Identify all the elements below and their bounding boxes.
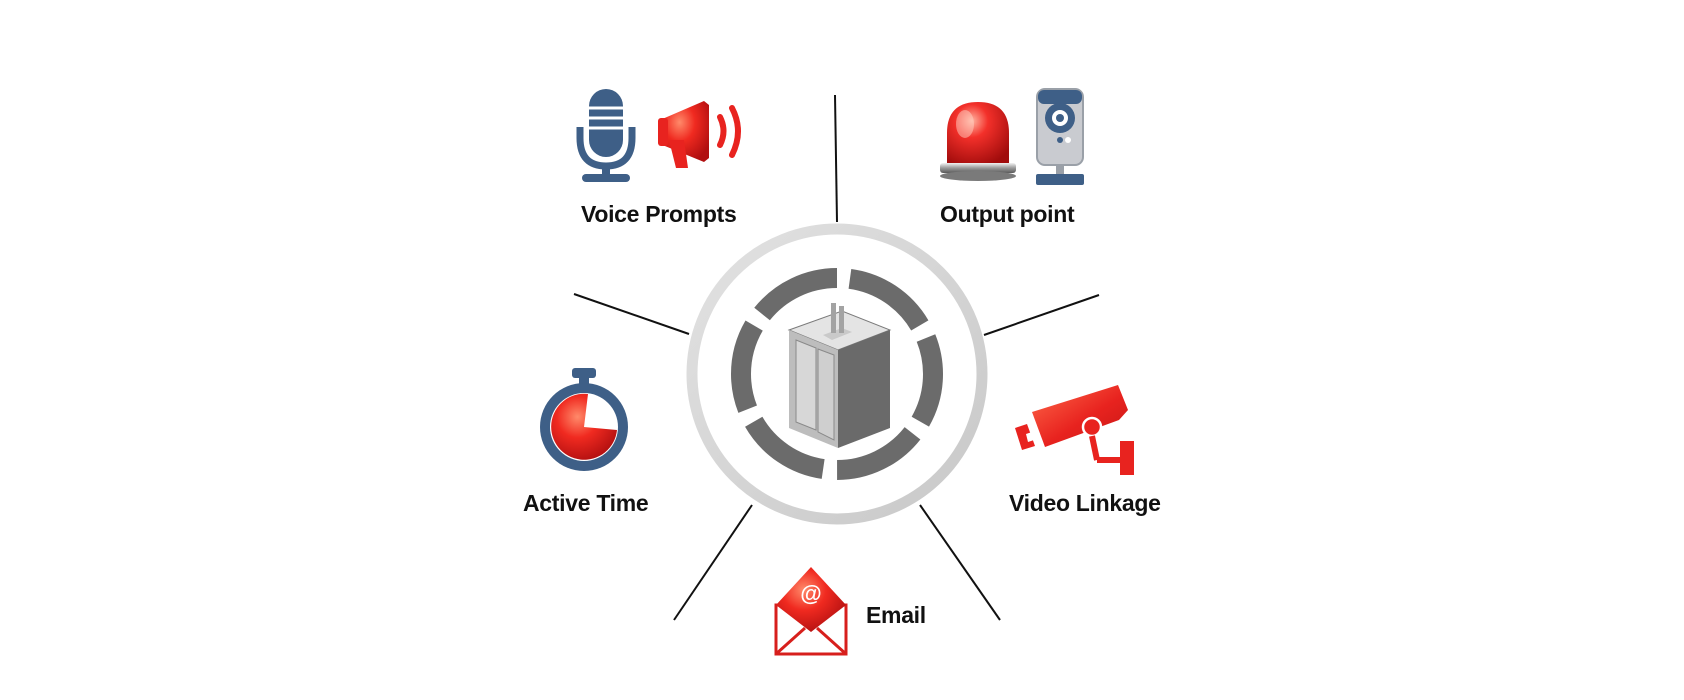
- label-voice-prompts: Voice Prompts: [581, 201, 737, 227]
- microphone-icon: [576, 89, 636, 182]
- cctv-camera-icon: [1015, 385, 1134, 475]
- divider-line-upper-right: [983, 294, 1100, 336]
- siren-light-icon: [940, 102, 1016, 181]
- svg-text:@: @: [800, 581, 821, 606]
- stopwatch-icon: [540, 368, 628, 471]
- divider-line-upper-left: [573, 293, 690, 335]
- email-envelope-icon: @: [774, 567, 848, 656]
- divider-line-lower-left: [673, 504, 753, 621]
- megaphone-icon: [658, 101, 741, 168]
- outer-ring: [686, 223, 988, 525]
- label-video-linkage: Video Linkage: [1009, 490, 1161, 516]
- inner-ring: [731, 268, 943, 480]
- divider-line-lower-right: [919, 504, 1001, 621]
- label-email: Email: [866, 602, 926, 628]
- center-hub: [686, 223, 988, 525]
- output-point-icons: [940, 88, 1084, 185]
- label-output-point: Output point: [940, 201, 1075, 227]
- divider-lines: [573, 94, 1100, 621]
- camera-device-icon: [1036, 88, 1084, 185]
- divider-line-top: [834, 94, 838, 223]
- label-active-time: Active Time: [523, 490, 649, 516]
- voice-prompts-icons: [576, 89, 741, 182]
- elevator-icon: [787, 303, 892, 448]
